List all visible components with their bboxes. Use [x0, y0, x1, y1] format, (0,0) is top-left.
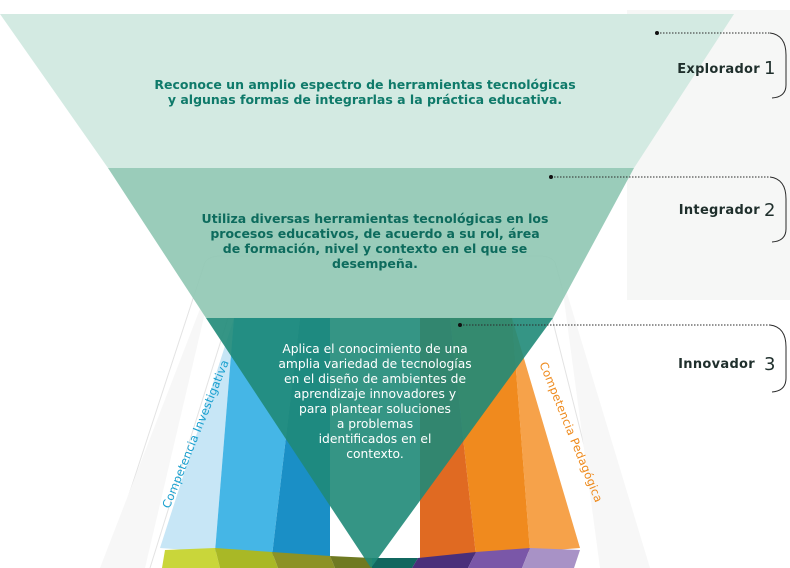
- base-yellowgreen: [162, 548, 220, 568]
- base-purple-dark: [412, 552, 476, 568]
- leader-dot-3: [458, 323, 462, 327]
- level-3-band: [206, 318, 553, 568]
- orange-facet-light: [512, 318, 580, 552]
- blue-facet-light: [160, 318, 234, 552]
- leader-bracket-1: [769, 32, 787, 99]
- leader-dot-1: [655, 31, 659, 35]
- leader-dot-2: [549, 175, 553, 179]
- level-1-number: 1: [764, 58, 776, 79]
- leader-bracket-3: [769, 324, 787, 393]
- leader-bracket-2: [769, 176, 787, 243]
- level-1-description: Reconoce un amplio espectro de herramien…: [154, 77, 576, 107]
- level-2-name: Integrador: [678, 203, 760, 218]
- level-1-band: [0, 14, 734, 168]
- level-3-number: 3: [764, 354, 776, 375]
- level-3-name: Innovador: [678, 357, 755, 372]
- level-3-description: Aplica el conocimiento de una amplia var…: [278, 342, 472, 461]
- base-green: [215, 548, 278, 568]
- level-2-band: [108, 168, 634, 318]
- level-2-description: Utiliza diversas herramientas tecnológic…: [201, 211, 549, 271]
- base-purple-mid: [468, 548, 530, 568]
- base-purple-light: [522, 548, 580, 568]
- level-1-name: Explorador: [677, 62, 760, 77]
- base-dark-olive: [330, 556, 372, 568]
- base-teal: [372, 558, 418, 568]
- base-olive: [272, 552, 335, 568]
- level-2-number: 2: [764, 200, 776, 221]
- left-background-wedge: [100, 270, 215, 568]
- leader-lines: [460, 32, 787, 393]
- right-background-wedge: [560, 270, 650, 568]
